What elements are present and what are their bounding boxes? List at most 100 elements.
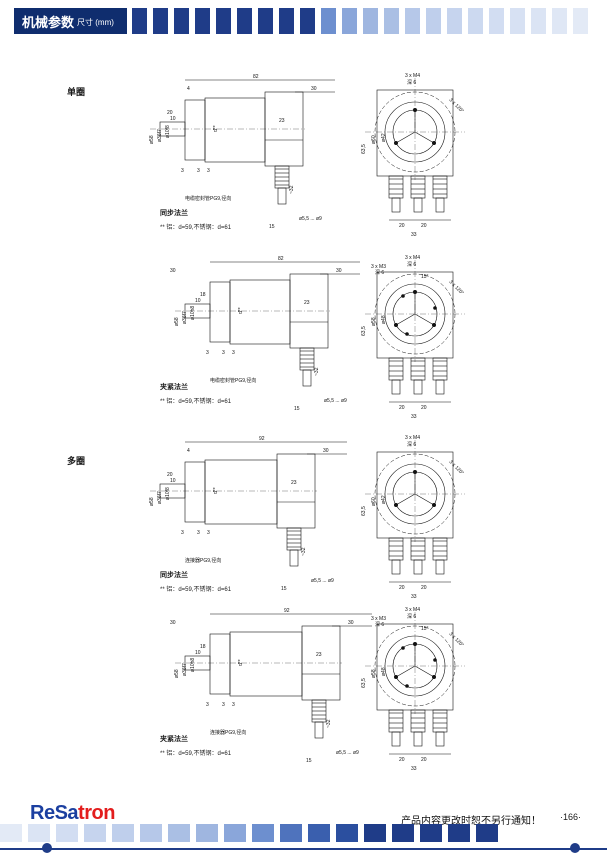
flange-caption: 夹紧法兰 — [160, 736, 188, 743]
dim-shaft: ø58 — [149, 497, 155, 506]
dim-w3: 33 — [411, 414, 417, 420]
dim-w1: 20 — [399, 757, 405, 763]
footer-square — [112, 824, 134, 842]
footer-square — [252, 824, 274, 842]
dim-flange: ø36f7 — [157, 491, 163, 504]
dim-angle: 3 x 120° — [448, 279, 465, 296]
header-square — [321, 8, 336, 34]
dim-shaft: ø58 — [174, 669, 180, 678]
footer-square — [28, 824, 50, 842]
dim-63: 63,5 — [361, 326, 367, 336]
dim-d2: ø42 — [381, 495, 387, 504]
dim-d1: ø58 — [371, 669, 377, 678]
dim-depth: 深 6 — [407, 441, 416, 448]
dim-left: 30 — [170, 620, 176, 626]
dim-w2: 20 — [421, 405, 427, 411]
dim-w2: 20 — [421, 585, 427, 591]
dim-20: 18 — [200, 644, 206, 650]
dim-3a: 3 — [181, 168, 184, 174]
dim-d1: ø60 — [371, 497, 377, 506]
footer-square — [392, 824, 414, 842]
footer-square — [280, 824, 302, 842]
header-square — [342, 8, 357, 34]
dim-d: d** — [238, 307, 244, 314]
dim-d2: ø42 — [381, 133, 387, 142]
section-label-multi: 多圈 — [67, 456, 86, 466]
header-subtitle: 尺寸 (mm) — [77, 18, 114, 27]
dim-23: 23 — [279, 118, 285, 124]
dim-bolts2: 3 x M3 — [371, 264, 386, 270]
dim-w1: 20 — [399, 223, 405, 229]
dim-shaft: ø58 — [174, 317, 180, 326]
header-square — [300, 8, 315, 34]
header-square — [384, 8, 399, 34]
footer-square — [140, 824, 162, 842]
flange-caption: 同步法兰 — [160, 210, 188, 217]
footer-notice: 产品内容更改时恕不另行通知！ — [401, 816, 541, 827]
dim-flange: ø36f7 — [182, 663, 188, 676]
dim-3b: 3 — [197, 530, 200, 536]
footer-square — [196, 824, 218, 842]
footer-square — [308, 824, 330, 842]
dim-depth2: 深 6 — [375, 269, 384, 276]
dim-bolts: 3 x M4 — [405, 255, 420, 261]
dim-3c: 3 — [232, 702, 235, 708]
dim-w3: 33 — [411, 766, 417, 772]
dim-angle2: 15° — [421, 274, 429, 280]
dim-w2: 20 — [421, 223, 427, 229]
header-square — [447, 8, 462, 34]
dim-w3: 33 — [411, 594, 417, 600]
header-square — [216, 8, 231, 34]
dim-bolts2: 3 x M3 — [371, 616, 386, 622]
dim-15: 15 — [281, 586, 287, 592]
dim-10: 10 — [170, 478, 176, 484]
dim-right: 30 — [348, 620, 354, 626]
cable-label: 连接器PG9,径向 — [210, 729, 246, 736]
dim-3b: 3 — [222, 702, 225, 708]
dim-3a: 3 — [206, 350, 209, 356]
dim-shaft-small: ø10h8 — [190, 658, 196, 672]
dim-d2: ø48 — [381, 667, 387, 676]
header-square — [468, 8, 483, 34]
dim-flange: ø36f7 — [157, 129, 163, 142]
footer-square — [84, 824, 106, 842]
dim-32: ~32 — [314, 367, 320, 376]
dim-w2: 20 — [421, 757, 427, 763]
header-title: 机械参数 — [22, 14, 75, 30]
header-square — [489, 8, 504, 34]
header-square — [237, 8, 252, 34]
footer-square — [336, 824, 358, 842]
header-square — [552, 8, 567, 34]
footer-dot-icon — [570, 843, 580, 853]
material-note: ** 铝：d=59,不锈钢：d=61 — [160, 399, 232, 405]
header-square — [426, 8, 441, 34]
dim-d1: ø60 — [371, 135, 377, 144]
dim-d: d** — [238, 659, 244, 666]
dim-depth: 深 6 — [407, 613, 416, 620]
footer-square — [364, 824, 386, 842]
header-square — [153, 8, 168, 34]
dim-20: 18 — [200, 292, 206, 298]
dim-15: 15 — [294, 406, 300, 412]
dim-shaft-small: ø10f8 — [165, 125, 171, 138]
dim-63: 63,5 — [361, 144, 367, 154]
dim-overall: 92 — [259, 436, 265, 442]
dim-flange: ø36f7 — [182, 311, 188, 324]
dim-32: ~32 — [289, 185, 295, 194]
footer-square — [0, 824, 22, 842]
dim-20: 20 — [167, 110, 173, 116]
dim-32: ~32 — [326, 719, 332, 728]
dim-d: d** — [213, 125, 219, 132]
dim-15: 15 — [269, 224, 275, 230]
dim-angle: 3 x 120° — [448, 459, 465, 476]
footer-square — [448, 824, 470, 842]
footer-dot-icon — [42, 843, 52, 853]
dim-9: ø5,5 ... ø9 — [299, 216, 322, 222]
dim-3a: 3 — [181, 530, 184, 536]
dim-3a: 3 — [206, 702, 209, 708]
dim-overall: 82 — [253, 74, 259, 80]
header-square — [573, 8, 588, 34]
dim-left: 4 — [187, 448, 190, 454]
